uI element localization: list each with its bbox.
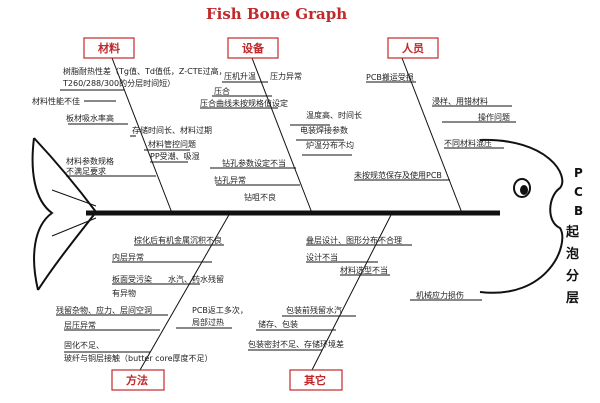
cause-f7: PCB返工多次， [192,305,248,315]
cause-e2: 压力异常 [270,71,302,81]
cause-e4: 压合曲线未按规格值设定 [200,98,288,108]
category-box-personnel [387,37,439,59]
category-box-other [289,369,343,391]
cause-p5: 未按规范保存及使用PCB [354,170,442,180]
head-label-b: B [574,204,583,218]
category-personnel: 人员 [402,41,424,55]
cause-f11: 玻纤与铜层接触（butter core厚度不足） [64,353,213,363]
fish-head-outline [479,138,564,294]
cause-f1: 棕化后有机金属沉积不良 [134,235,222,245]
cause-m6: 材料管控问题 [148,139,196,149]
cause-p4: 不同材料混压 [444,138,492,148]
cause-o4: 机械应力损伤 [416,290,464,300]
bone-method [139,212,231,371]
category-materials: 材料 [98,41,120,55]
cause-f10: 固化不足、 [64,340,104,350]
cause-f4: 有异物 [112,288,136,298]
bone-personnel [401,57,463,214]
cause-f8: 局部过热 [192,317,224,327]
cause-e1: 压机升温 [224,71,256,81]
cause-m2: T260/288/300的分层时间短） [62,78,175,88]
cause-m5: 存储时间长、材料过期 [132,125,212,135]
cause-m7: PP受潮、吸湿 [150,151,200,161]
cause-o2: 设计不当 [306,252,338,262]
category-equipment: 设备 [242,41,265,55]
category-other: 其它 [304,373,326,387]
cause-e6: 电装焊接参数 [300,125,348,135]
cause-f9: 层压异常 [64,321,96,330]
cause-f2: 内层异常 [112,252,144,262]
bone-other [311,212,393,371]
cause-o1: 叠层设计、图形分布不合理 [306,235,402,245]
bone-materials [111,57,173,214]
head-label-qi: 起 [565,224,580,240]
fish-tail-fins [51,189,97,237]
head-label-pao: 泡 [566,246,579,262]
cause-e8: 钻孔参数设定不当 [222,158,286,168]
bone-equipment [251,57,313,214]
cause-p3: 操作问题 [478,112,510,122]
category-box-materials [83,37,135,59]
diagram-title: Fish Bone Graph [206,5,347,23]
cause-f5: 水汽、药水残留 [168,274,224,284]
cause-m4: 板材吸水率高 [66,113,114,123]
cause-p2: 浸样、用错材料 [432,96,488,106]
cause-m9: 不满足要求 [66,166,106,176]
cause-m3: 材料性能不佳 [32,96,80,106]
cause-e3: 压合 [214,86,230,96]
fish-pupil-icon [520,185,528,195]
cause-e5: 温度高、时间长 [306,110,362,120]
cause-f6: 残留杂物、应力、层间空洞 [56,305,152,315]
head-label-p: P [574,166,583,180]
cause-f3: 板面受污染 [112,274,152,284]
category-box-method [111,369,165,391]
cause-m8: 材料参数规格 [66,156,114,166]
cause-e10: 钻咀不良 [244,192,276,202]
head-label-ceng: 层 [566,291,579,306]
cause-o5: 包装前残留水汽 [286,305,342,315]
cause-e9: 钻孔异常 [214,175,246,185]
cause-o7: 包装密封不足、存储环境差 [248,339,344,349]
fish-tail-inner [31,137,54,291]
cause-o6: 储存、包装 [258,319,298,329]
head-label-fen: 分 [566,268,579,284]
category-method: 方法 [126,373,148,387]
category-box-equipment [227,37,279,59]
cause-e7: 炉温分布不均 [306,140,354,150]
head-label-c: C [574,185,583,199]
cause-m1: 树脂耐热性差（Tg值、Td值低，Z-CTE过高， [63,66,227,76]
cause-p1: PCB搬运受损 [366,72,414,82]
cause-o3: 材料选型不当 [340,265,388,275]
